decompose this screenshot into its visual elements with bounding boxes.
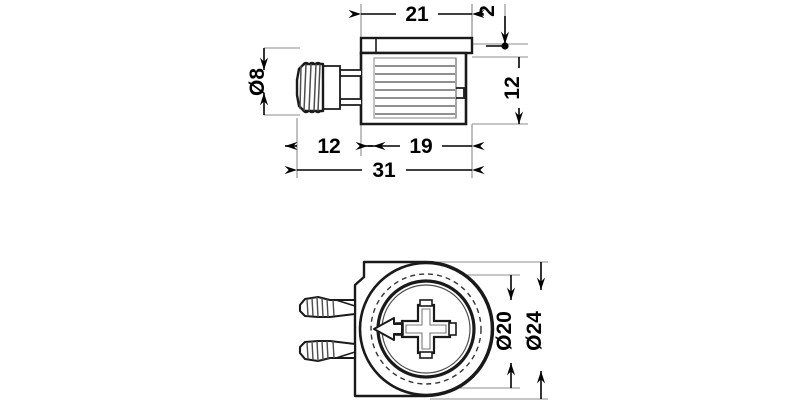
- housing-rib-block: [373, 57, 457, 119]
- dimension-top-thickness: 2: [476, 5, 510, 50]
- cam-hidden-circle: [370, 273, 482, 385]
- neck-collar: [322, 65, 341, 110]
- cross-slot-icon: [400, 303, 452, 355]
- dimension-label-31: 31: [372, 159, 396, 182]
- dimension-label-21: 21: [405, 3, 429, 26]
- side-elevation-view: 21 2 12 Ø8 12: [246, 2, 532, 182]
- dimension-label-bg-21: [396, 2, 438, 26]
- dimension-dowel-diameter: Ø8: [246, 48, 269, 115]
- dimension-outer-diameter: Ø24: [523, 262, 546, 399]
- housing-inner-step: [456, 87, 465, 99]
- dimension-label-d8: Ø8: [246, 68, 269, 96]
- dimension-label-2: 2: [476, 5, 499, 17]
- direction-arrow-icon: [373, 317, 403, 341]
- dimension-top-width: 21: [348, 2, 485, 26]
- dimension-label-bg-19: [400, 134, 442, 158]
- housing-rib-lines: [375, 65, 455, 115]
- dimension-label-19: 19: [409, 135, 432, 158]
- dimension-overall-length: 31: [284, 158, 485, 182]
- dowel-thread-crest: [302, 61, 322, 114]
- neck-upper-arm: [339, 69, 361, 77]
- cam-outer-circle: [358, 261, 494, 397]
- neck-lower-arm: [339, 98, 361, 106]
- housing-top-cap: [359, 36, 474, 55]
- dimension-inner-diameter: Ø20: [493, 275, 516, 388]
- dimension-body-length: 19: [355, 134, 485, 158]
- dimension-label-12-right: 12: [501, 76, 524, 99]
- cross-slot-inner-lines: [405, 308, 447, 350]
- dowel-thread-lines: [299, 63, 321, 112]
- dimension-label-d24: Ø24: [523, 311, 546, 351]
- plan-view: Ø20 Ø24: [298, 260, 548, 400]
- dowel-arm-upper-threads: [306, 296, 335, 318]
- dimension-label-bg-12-right: [507, 68, 532, 108]
- dowel-arm-taper: [335, 299, 356, 359]
- dimension-right-height: 12: [501, 57, 532, 124]
- dimension-label-d20: Ø20: [493, 311, 516, 351]
- dimension-label-12-bottom: 12: [317, 135, 340, 158]
- dowel-arm-lower-threads: [306, 340, 335, 362]
- dimension-label-bg-31: [362, 158, 406, 182]
